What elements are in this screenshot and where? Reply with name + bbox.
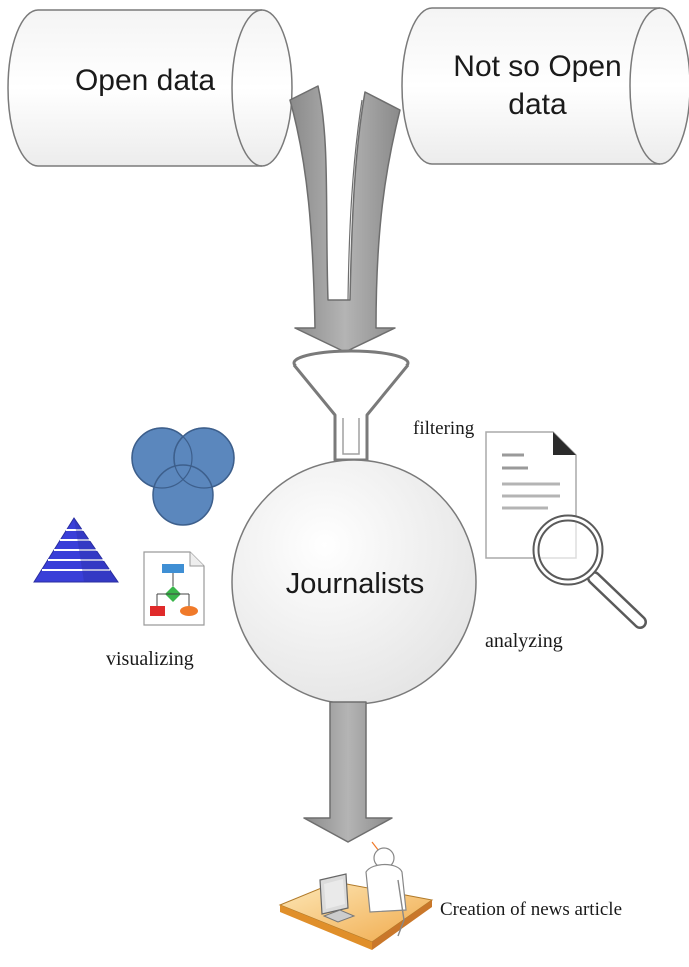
not-so-open-data-label-line2: data [508,87,567,121]
merge-arrow [289,85,401,353]
creation-of-news-article-label: Creation of news article [440,899,623,920]
venn-diagram-icon [131,427,235,526]
journalists-label: Journalists [285,568,425,600]
analyzing-label: analyzing [485,630,563,652]
output-arrow [303,701,393,843]
journalist-at-desk-icon [278,841,434,950]
filtering-label: filtering [413,418,475,439]
not-so-open-data-label: Not so Open data [415,48,660,123]
open-data-label: Open data [74,64,216,97]
visualizing-label: visualizing [106,648,194,670]
flowchart-document-icon [143,551,205,626]
not-so-open-data-label-line1: Not so Open [453,50,622,83]
funnel-icon [292,349,410,462]
open-data-cylinder [7,9,293,167]
not-so-open-data-cylinder [401,7,689,165]
magnifier-icon [532,514,647,629]
pyramid-icon [33,517,119,583]
